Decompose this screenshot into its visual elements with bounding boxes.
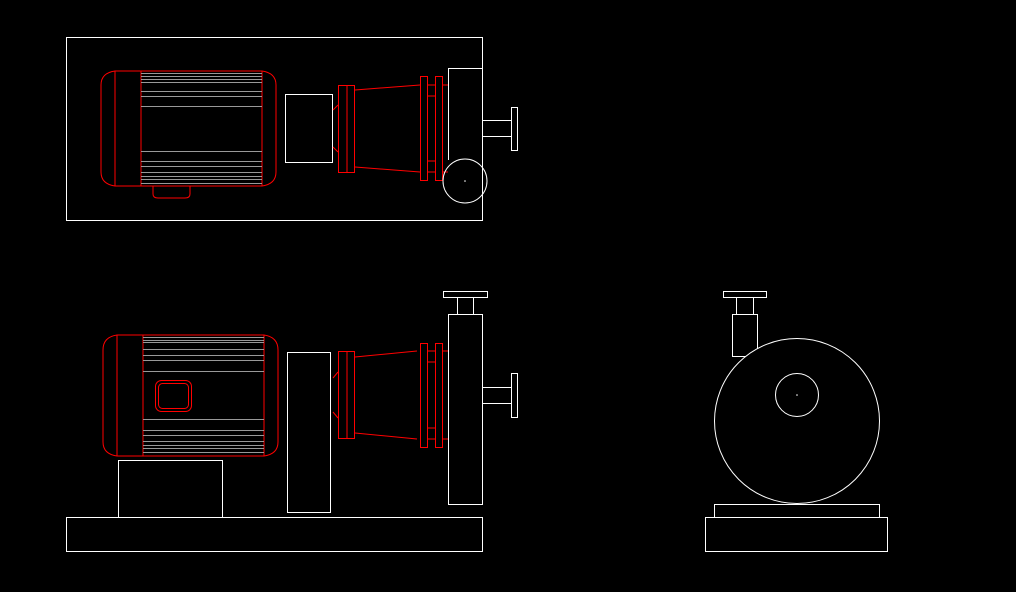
side-view	[66, 291, 518, 552]
motor-side	[102, 334, 279, 457]
discharge-flange	[723, 291, 767, 298]
coupling-guard	[285, 94, 333, 163]
suction-flange	[443, 291, 488, 298]
baseplate	[705, 517, 888, 552]
bearing-housing-side	[332, 343, 448, 448]
front-view	[705, 291, 888, 552]
pump-top	[442, 68, 518, 204]
motor-support	[118, 460, 223, 518]
motor-foot	[152, 186, 191, 199]
pump-foot	[714, 504, 880, 518]
terminal-box	[155, 380, 192, 412]
suction-eye	[775, 373, 819, 417]
discharge-flange	[511, 107, 518, 151]
motor-top	[100, 70, 277, 199]
coupling-guard	[287, 352, 331, 513]
top-view	[66, 37, 518, 221]
bearing-housing-top	[332, 76, 448, 181]
discharge-nozzle	[482, 120, 512, 137]
volute-casing	[714, 338, 880, 504]
baseplate	[66, 517, 483, 552]
pump-side	[443, 291, 518, 505]
pump-casing	[442, 158, 488, 204]
